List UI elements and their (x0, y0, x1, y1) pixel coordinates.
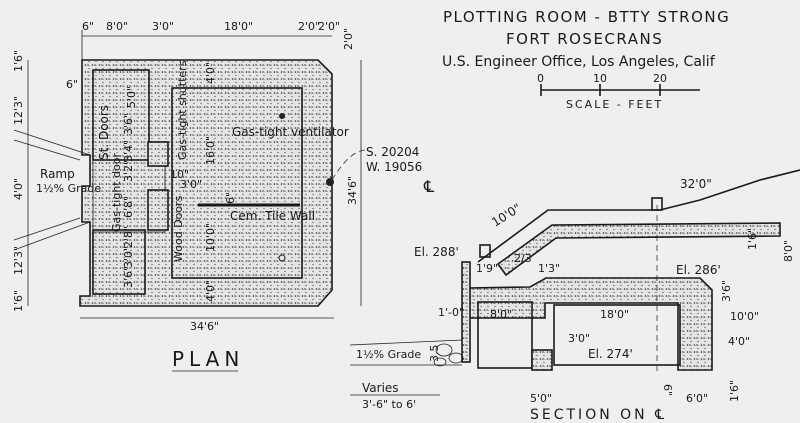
section-grade-dim: 3.5 (428, 345, 441, 363)
plan-top-dim: 6" (82, 20, 94, 33)
plan-wood-doors-label: Wood Doors (172, 195, 185, 262)
title-line-2: FORT ROSECRANS (506, 30, 663, 48)
scale-bar: 0 10 20 SCALE - FEET (537, 72, 700, 111)
section-dim: 18'0" (600, 308, 629, 321)
plan-left-dim: 12'3" (12, 246, 25, 275)
plan-inner-dim: 2'8" (122, 226, 135, 248)
section-dim: 6" (661, 384, 674, 396)
plan-pier (147, 141, 169, 167)
section-elevation-286: El. 286' (676, 263, 721, 277)
plan-ventilator-mark (279, 113, 285, 119)
plan-inner-dim: 6" (66, 78, 78, 91)
plan-inner-dim: 3'0" (180, 178, 202, 191)
plan-inner-dim: 3'6" (122, 113, 135, 135)
plan-left-dim: 4'0" (12, 178, 25, 200)
plan-top-dim: 18'0" (224, 20, 253, 33)
title-block: PLOTTING ROOM - BTTY STRONG FORT ROSECRA… (442, 8, 730, 111)
plan-tile-wall-label: Cem. Tile Wall (230, 209, 315, 223)
plan-ventilator-label: Gas-tight ventilator (232, 125, 349, 139)
section-grade-label: 1½% Grade (356, 348, 421, 361)
plan-gas-door-label: Gas-tight door (110, 152, 123, 232)
plan-inner-dim: 10" (170, 168, 189, 181)
plan-title: PLAN (172, 347, 244, 371)
plan-bottom-dim: 34'6" (190, 320, 219, 333)
plan-top-dim: 3'0" (152, 20, 174, 33)
section-dim: 32'0" (680, 177, 712, 191)
scale-tick-10: 10 (593, 72, 607, 85)
plan-top-dim: 8'0" (106, 20, 128, 33)
plan-inner-dim: 4'0" (204, 62, 217, 84)
section-dim: 1'-0" (438, 306, 464, 319)
section-centerline: ℄ (423, 177, 435, 196)
section-dim: 3'6" (720, 280, 733, 302)
scale-tick-20: 20 (653, 72, 667, 85)
section-dim: 6'0" (686, 392, 708, 405)
svg-text:Gas-tight ventilator: Gas-tight ventilator (232, 125, 349, 139)
plan-ramp-label: Ramp (40, 167, 75, 181)
section-elevation-274: El. 274' (588, 347, 633, 361)
section-varies: Varies (362, 381, 399, 395)
plan-survey-w: W. 19056 (366, 160, 422, 174)
plan-inner-dim: 3'4" (122, 140, 135, 162)
plan-top-dim: 2'0" (298, 20, 320, 33)
section-vent-cap-front (479, 244, 491, 258)
section-dim: 3'0" (568, 332, 590, 345)
plan-right-dim: 34'6" (346, 176, 359, 205)
section-dim: 10'0" (489, 201, 523, 230)
section-footing (531, 349, 553, 371)
section-vent-cap (651, 197, 663, 211)
plan-right-dim: 2'0" (342, 28, 355, 50)
section-entry-room (477, 301, 533, 369)
scale-label: SCALE - FEET (566, 98, 663, 111)
section-dim: 1'6" (728, 380, 741, 402)
plan-inner-dim: 6'8" (122, 196, 135, 218)
plan-inner-dim: 5'0" (125, 86, 138, 108)
plan-ramp-lines (13, 129, 91, 251)
title-line-3: U.S. Engineer Office, Los Angeles, Calif (442, 54, 716, 70)
section-main-room (553, 304, 681, 366)
section-varies-range: 3'-6" to 6' (362, 398, 416, 411)
plan-left-dim: 12'3" (12, 96, 25, 125)
section-dim: 8'0" (490, 308, 512, 321)
plan-inner-dim: 3'2" (122, 160, 135, 182)
plan-steel-doors-label: St. Doors (97, 105, 111, 160)
plan-inner-dim: 6" (224, 192, 237, 204)
plan-marker (278, 254, 286, 262)
section-elevation-288: El. 288' (414, 245, 459, 259)
plan-left-dim: 1'6" (12, 290, 25, 312)
section-earth-slab (496, 222, 781, 277)
section-dim: 5'0" (530, 392, 552, 405)
plan-ramp-grade: 1½% Grade (36, 182, 101, 195)
plan-inner-dim: 4'0" (204, 280, 217, 302)
section-dim: 4'0" (728, 335, 750, 348)
section-dim: 1'3" (538, 262, 560, 275)
title-line-1: PLOTTING ROOM - BTTY STRONG (443, 8, 730, 26)
plan-view: 6" 8'0" 3'0" 18'0" 2'0" 2'0" 2'0" 34'6" … (12, 20, 422, 372)
plan-pier-lower (147, 189, 169, 231)
plan-inner-dim: 3'0" (122, 246, 135, 268)
plan-inner-dim: 10'0" (204, 223, 217, 252)
plan-inner-dim: 16'0" (204, 136, 217, 165)
plan-left-dim: 1'6" (12, 50, 25, 72)
plan-top-dim: 2'0" (318, 20, 340, 33)
plan-inner-dim: 3'6" (122, 266, 135, 288)
plan-lower-vestibule (92, 229, 146, 295)
section-dim: 1'9" (476, 262, 498, 275)
section-ground-line (477, 169, 800, 263)
plan-survey-leader (331, 149, 367, 181)
section-dim: 1'6" (746, 228, 759, 250)
section-dim: 8'0" (782, 240, 795, 262)
plan-survey-s: S. 20204 (366, 145, 419, 159)
section-dim: 10'0" (730, 310, 759, 323)
plan-outer-wall (79, 59, 333, 307)
plan-shutters-label: Gas-tight shutters (176, 60, 189, 160)
scale-tick-0: 0 (537, 72, 544, 85)
section-dim: 2/3 (514, 252, 532, 265)
section-view: ℄ 32'0" 10'0" 1'6" 8'0" 3'6" 10'0" 4'0" … (349, 169, 800, 423)
section-title: SECTION ON ℄ (530, 407, 667, 423)
section-front-wall (461, 261, 471, 363)
plan-main-room (171, 87, 303, 279)
